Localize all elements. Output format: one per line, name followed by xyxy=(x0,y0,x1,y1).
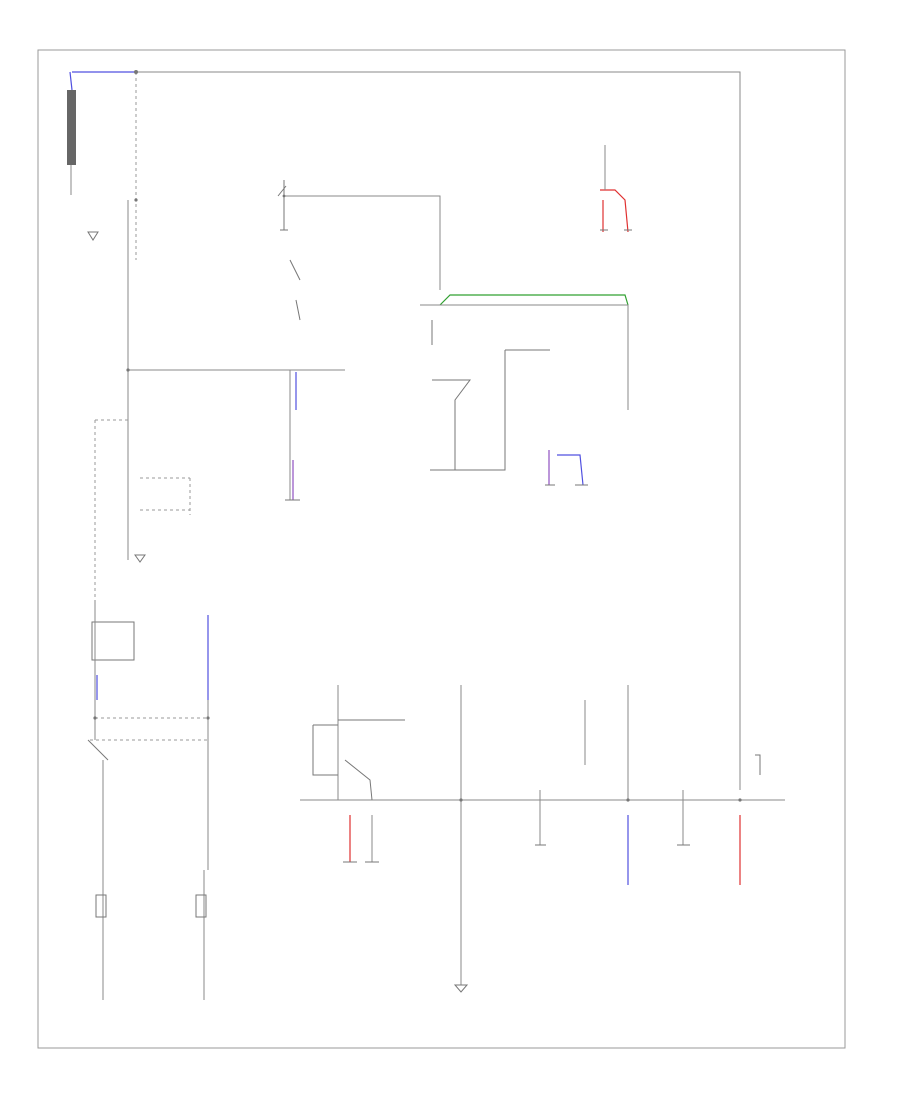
ignition-switch xyxy=(277,180,441,321)
lower-left-relay xyxy=(87,600,210,1000)
junction-dot xyxy=(134,70,138,74)
ground-symbol-top-left xyxy=(87,231,99,241)
lower-bus xyxy=(300,655,785,993)
junction-dot xyxy=(134,198,138,202)
center-relay-area xyxy=(420,294,629,486)
junction-dot xyxy=(126,368,130,372)
main-power-bus-top xyxy=(136,71,741,655)
green-wire xyxy=(439,294,629,306)
left-mid-relay-block xyxy=(94,370,300,600)
battery-blue-wire xyxy=(69,71,136,91)
battery-symbol xyxy=(67,90,76,165)
top-right-relay xyxy=(600,145,632,233)
main-feed-mid xyxy=(127,200,345,371)
battery-section xyxy=(67,70,741,655)
diagram-frame xyxy=(37,49,846,1049)
